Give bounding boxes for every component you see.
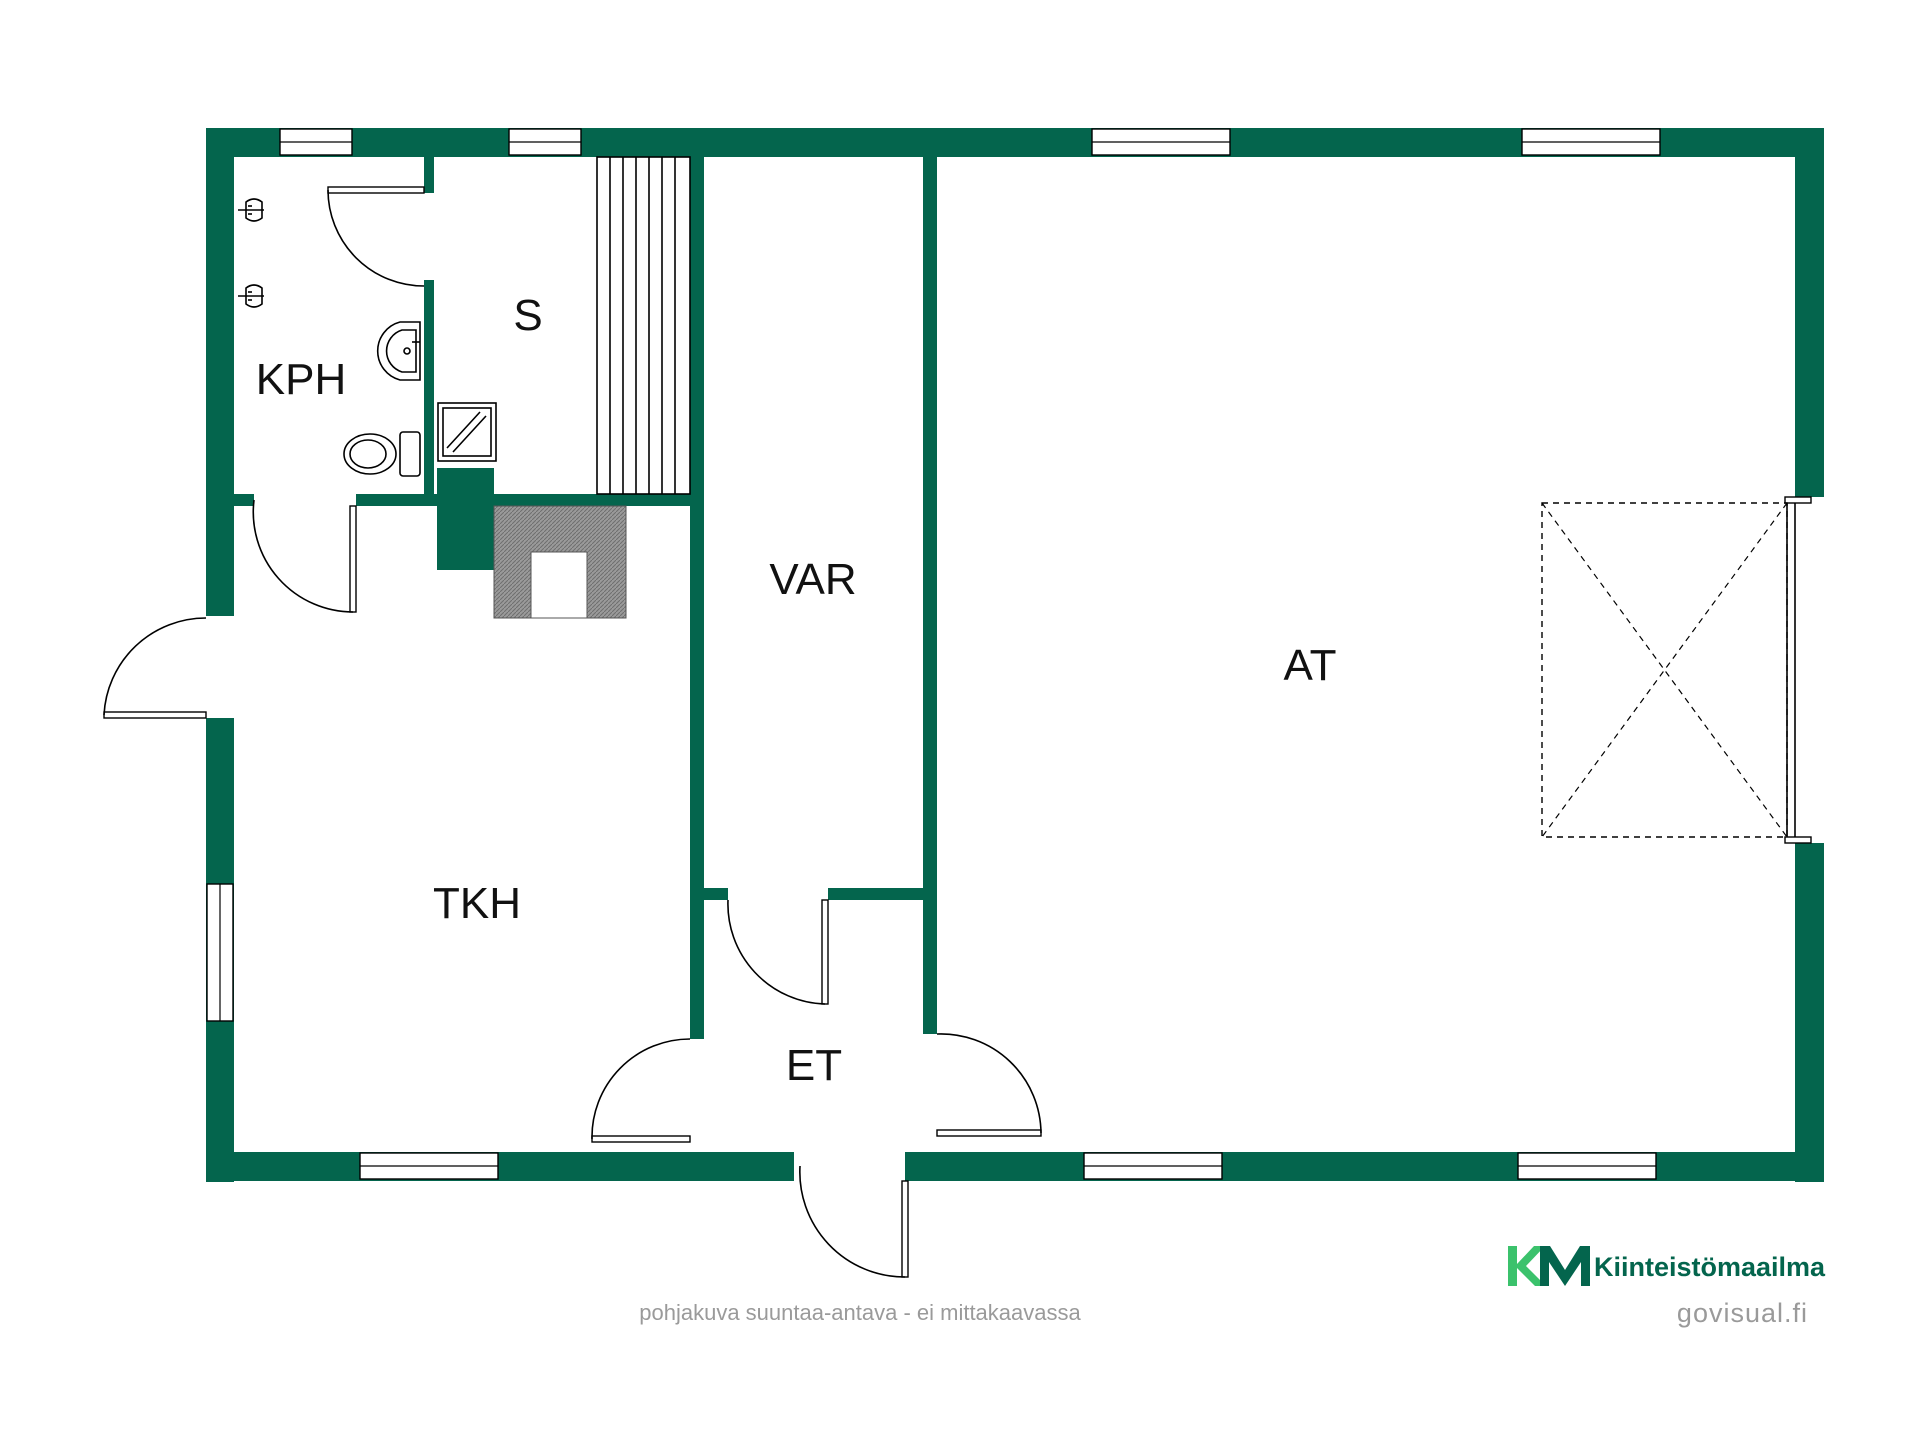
door-exterior-left — [103, 617, 207, 719]
door-at — [936, 1033, 1042, 1137]
window-top-4 — [1521, 128, 1661, 156]
garage-door — [1541, 496, 1812, 844]
door-storage — [727, 899, 829, 1005]
brand-logo — [1508, 1246, 1590, 1286]
interior-walls — [234, 157, 937, 1039]
disclaimer-text: pohjakuva suuntaa-antava - ei mittakaava… — [639, 1300, 1081, 1325]
door-entrance — [799, 1165, 909, 1278]
doors — [103, 186, 1042, 1278]
toilet-icon — [343, 431, 421, 477]
room-label-var: VAR — [769, 555, 856, 604]
door-sauna — [327, 186, 425, 287]
site-url: govisual.fi — [1677, 1298, 1808, 1328]
sink-icon — [376, 321, 421, 381]
sauna-heater-icon — [437, 402, 497, 462]
shower-head-icon — [238, 198, 264, 222]
room-label-tkh: TKH — [433, 879, 521, 928]
brand-name: Kiinteistömaailma — [1594, 1252, 1826, 1282]
room-label-kph: KPH — [256, 355, 346, 404]
door-bathroom — [252, 499, 357, 613]
window-left — [206, 883, 234, 1022]
shower-head-icon — [238, 284, 264, 308]
window-top-3 — [1091, 128, 1231, 156]
window-bottom-1 — [359, 1152, 499, 1180]
room-label-at: AT — [1284, 641, 1337, 690]
window-bottom-3 — [1517, 1152, 1657, 1180]
room-label-et: ET — [786, 1041, 842, 1090]
room-label-s: S — [513, 291, 542, 340]
fireplace — [493, 505, 627, 619]
windows — [206, 128, 1661, 1180]
exterior-walls — [206, 128, 1824, 1182]
window-top-1 — [279, 128, 353, 156]
door-tkh — [591, 1038, 691, 1143]
window-top-2 — [508, 128, 582, 156]
window-bottom-2 — [1083, 1152, 1223, 1180]
sauna-bench — [596, 156, 691, 495]
